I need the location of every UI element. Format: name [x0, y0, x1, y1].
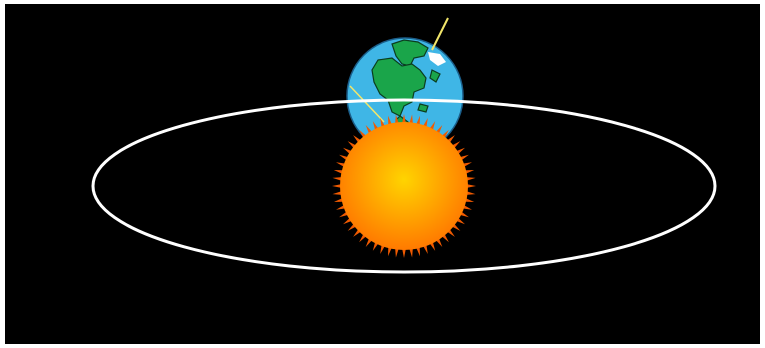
sun-icon [332, 114, 476, 258]
